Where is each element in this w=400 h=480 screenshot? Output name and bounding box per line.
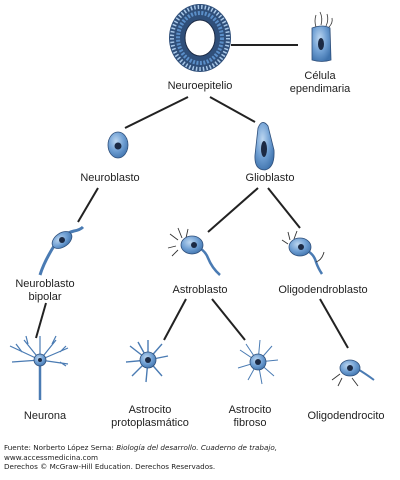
caption-line-1: Fuente: Norberto López Serna: Biología d… — [4, 443, 396, 453]
cell-lineage-diagram — [9, 4, 375, 400]
astrocito-protoplasmatico-icon — [125, 340, 169, 383]
label-neuroblasto-bipolar-line2: bipolar — [28, 291, 62, 303]
label-astroblasto: Astroblasto — [172, 284, 228, 296]
label-celula-ependimaria: Célula ependimaria — [280, 70, 360, 96]
label-neuroepitelio: Neuroepitelio — [167, 80, 233, 92]
line-neuroepitelio-neuroblasto — [124, 96, 189, 129]
line-neuroblasto-bipolar — [77, 187, 99, 223]
neuroblasto-bipolar-icon — [38, 225, 85, 276]
connector-lines — [35, 44, 349, 349]
label-oligodendroblasto: Oligodendroblasto — [278, 284, 368, 296]
label-astrocito-protoplasmatico: Astrocito protoplasmático — [100, 404, 200, 430]
line-astroblasto-fibroso — [211, 298, 246, 341]
line-glioblasto-oligodendroblasto — [267, 187, 301, 229]
label-astrocito-protoplasmatico-line1: Astrocito — [128, 404, 172, 416]
caption-line-2: www.accessmedicina.com — [4, 452, 99, 462]
label-neuroblasto-bipolar-line1: Neuroblasto — [15, 278, 75, 290]
line-astroblasto-protoplasmatico — [163, 298, 187, 341]
caption-book-title: Biología del desarrollo. Cuaderno de tra… — [116, 443, 278, 452]
neurona-icon — [9, 335, 69, 400]
label-celula-ependimaria-line2: ependimaria — [289, 83, 351, 95]
label-oligodendrocito: Oligodendrocito — [307, 410, 385, 422]
label-astrocito-fibroso: Astrocito fibroso — [210, 404, 290, 430]
label-astrocito-fibroso-line1: Astrocito — [228, 404, 272, 416]
line-oligodendroblasto-oligodendrocito — [319, 298, 349, 349]
caption-source-prefix: Fuente: Norberto López Serna: — [4, 443, 117, 452]
oligodendroblasto-icon — [281, 230, 325, 275]
astrocito-fibroso-icon — [237, 339, 279, 385]
label-neuroblasto: Neuroblasto — [80, 172, 140, 184]
astroblasto-icon — [167, 227, 221, 276]
label-neurona: Neurona — [23, 410, 67, 422]
label-celula-ependimaria-line1: Célula — [304, 70, 336, 82]
label-glioblasto: Glioblasto — [245, 172, 295, 184]
source-caption: Fuente: Norberto López Serna: Biología d… — [4, 443, 396, 472]
celula-ependimaria-icon — [311, 11, 333, 62]
neuroblasto-icon — [107, 131, 129, 159]
oligodendrocito-icon — [331, 359, 375, 387]
label-neuroblasto-bipolar: Neuroblasto bipolar — [0, 278, 90, 304]
label-astrocito-protoplasmatico-line2: protoplasmático — [111, 417, 189, 429]
caption-line-3: Derechos © McGraw-Hill Education. Derech… — [4, 462, 216, 472]
neuroepitelio-icon — [169, 4, 231, 72]
glioblasto-icon — [254, 122, 275, 171]
label-astrocito-fibroso-line2: fibroso — [233, 417, 267, 429]
line-bipolar-neurona — [35, 302, 47, 339]
line-glioblasto-astroblasto — [207, 187, 259, 233]
line-neuroepitelio-glioblasto — [209, 96, 256, 123]
